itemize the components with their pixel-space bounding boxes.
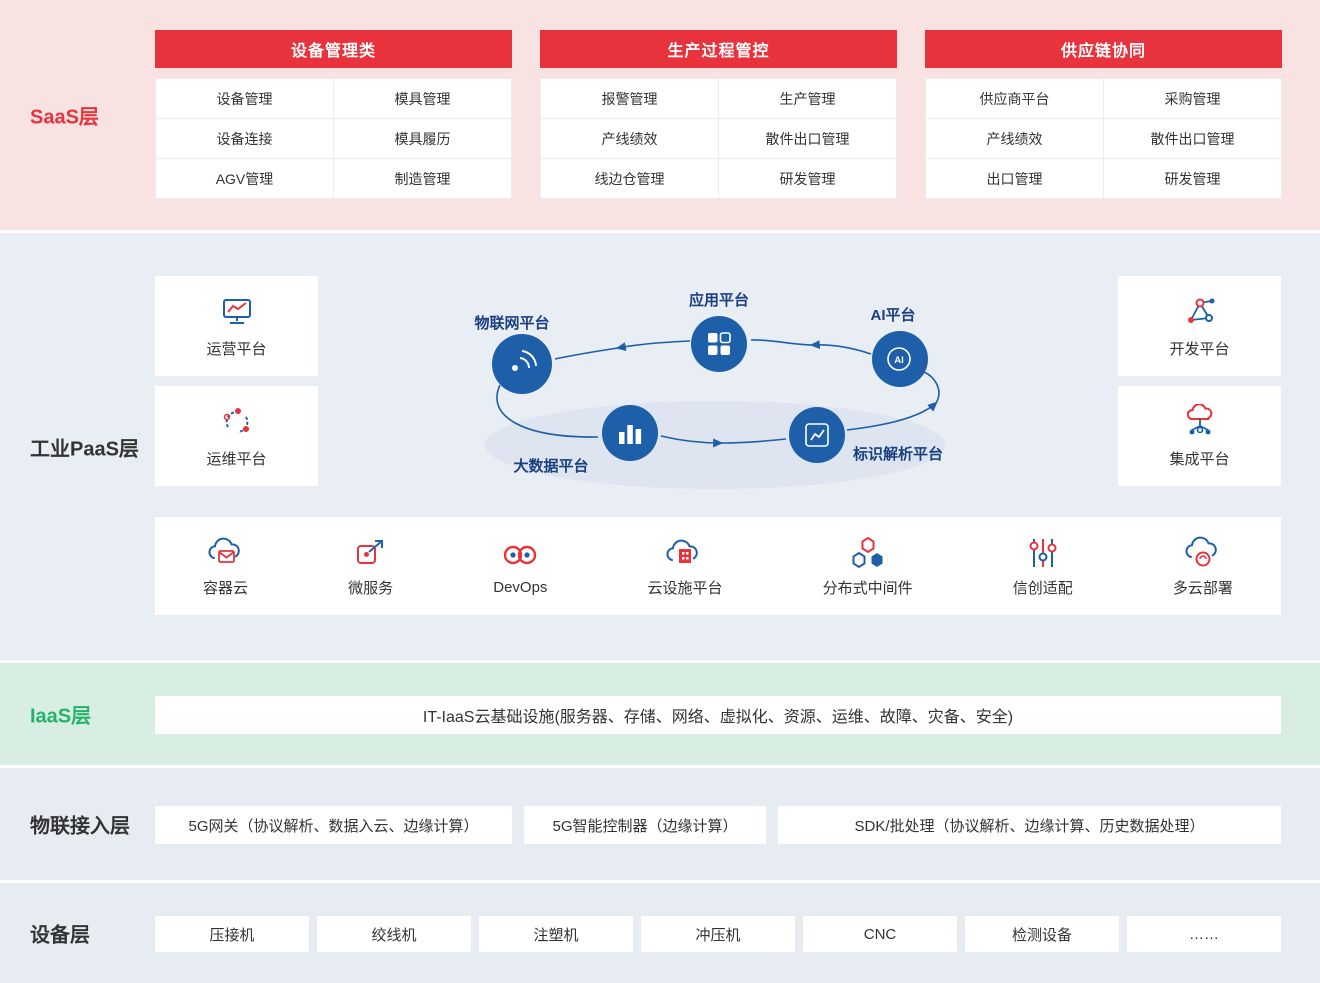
app-platform-icon xyxy=(691,316,747,372)
device-bar: 检测设备 xyxy=(965,916,1119,952)
distributed-middleware-icon xyxy=(852,536,883,569)
saas-cell: 模具履历 xyxy=(334,119,511,158)
device-bars: 压接机 绞线机 注塑机 冲压机 CNC 检测设备 …… xyxy=(155,916,1281,952)
container-cloud-icon xyxy=(207,537,240,563)
saas-group-equipment: 设备管理类 设备管理 模具管理 设备连接 模具履历 AGV管理 制造管理 xyxy=(155,30,512,199)
device-layer-label: 设备层 xyxy=(30,924,90,947)
card-label: 运营平台 xyxy=(206,340,267,358)
identifier-resolution-icon xyxy=(789,407,845,463)
device-bar: 注塑机 xyxy=(479,916,633,952)
saas-cell: 生产管理 xyxy=(719,79,896,118)
saas-cell: 产线绩效 xyxy=(926,119,1103,158)
iot-platform-icon xyxy=(492,334,552,394)
iot-bar-5g-controller: 5G智能控制器（边缘计算） xyxy=(524,806,766,844)
saas-cell: AGV管理 xyxy=(156,159,333,198)
platform-cycle-diagram: AI xyxy=(485,316,945,489)
device-bar: …… xyxy=(1127,916,1281,952)
saas-cell: 设备管理 xyxy=(156,79,333,118)
service-label: 信创适配 xyxy=(1012,580,1073,597)
device-bar: 压接机 xyxy=(155,916,309,952)
saas-cell: 设备连接 xyxy=(156,119,333,158)
service-xinchuang-adaptation: 信创适配 xyxy=(1013,534,1073,598)
saas-group-production: 生产过程管控 报警管理 生产管理 产线绩效 散件出口管理 线边仓管理 研发管理 xyxy=(540,30,897,199)
service-label: 微服务 xyxy=(348,580,394,597)
operations-platform-icon xyxy=(222,298,251,324)
maintenance-platform-icon xyxy=(223,407,249,433)
saas-cell: 研发管理 xyxy=(1104,159,1281,198)
card-operations-platform: 运营平台 xyxy=(155,276,318,376)
saas-cell: 模具管理 xyxy=(334,79,511,118)
cloud-facility-icon xyxy=(666,539,698,563)
group-header-supply-chain: 供应链协同 xyxy=(925,30,1282,68)
development-platform-icon xyxy=(1187,298,1214,323)
group-header-production: 生产过程管控 xyxy=(540,30,897,68)
saas-cell: 散件出口管理 xyxy=(719,119,896,158)
card-label: 集成平台 xyxy=(1169,450,1230,468)
cycle-label-ai: AI平台 xyxy=(870,307,916,324)
xinchuang-adaptation-icon xyxy=(1029,539,1057,567)
saas-group-supply-chain: 供应链协同 供应商平台 采购管理 产线绩效 散件出口管理 出口管理 研发管理 xyxy=(925,30,1282,199)
cycle-label-app: 应用平台 xyxy=(688,292,750,309)
bigdata-platform-icon xyxy=(602,405,658,461)
saas-cell: 出口管理 xyxy=(926,159,1103,198)
platform-cycle: AI 物联网平台 应用平台 AI平台 大数据平台 标识解析平台 xyxy=(460,273,960,508)
saas-cell: 报警管理 xyxy=(541,79,718,118)
service-label: 容器云 xyxy=(203,580,249,597)
saas-cell: 制造管理 xyxy=(334,159,511,198)
group-cells: 报警管理 生产管理 产线绩效 散件出口管理 线边仓管理 研发管理 xyxy=(540,78,897,199)
cycle-label-iot: 物联网平台 xyxy=(474,315,550,332)
group-cells: 设备管理 模具管理 设备连接 模具履历 AGV管理 制造管理 xyxy=(155,78,512,199)
saas-cell: 采购管理 xyxy=(1104,79,1281,118)
card-maintenance-platform: 运维平台 xyxy=(155,386,318,486)
cycle-label-identifier: 标识解析平台 xyxy=(852,446,944,463)
iaas-infrastructure-bar: IT-IaaS云基础设施(服务器、存储、网络、虚拟化、资源、运维、故障、灾备、安… xyxy=(155,696,1281,734)
service-multi-cloud: 多云部署 xyxy=(1173,534,1233,598)
paas-services-strip: 容器云 微服务 DevOps xyxy=(155,517,1281,615)
group-header-equipment: 设备管理类 xyxy=(155,30,512,68)
card-label: 开发平台 xyxy=(1169,340,1230,358)
multi-cloud-deployment-icon xyxy=(1185,536,1217,567)
group-cells: 供应商平台 采购管理 产线绩效 散件出口管理 出口管理 研发管理 xyxy=(925,78,1282,199)
device-bar: 冲压机 xyxy=(641,916,795,952)
ai-platform-icon: AI xyxy=(872,331,928,387)
device-bar: 绞线机 xyxy=(317,916,471,952)
card-integration-platform: 集成平台 xyxy=(1118,386,1281,486)
saas-layer-label: SaaS层 xyxy=(30,106,99,129)
card-development-platform: 开发平台 xyxy=(1118,276,1281,376)
saas-cell: 研发管理 xyxy=(719,159,896,198)
service-label: DevOps xyxy=(493,579,548,596)
card-label: 运维平台 xyxy=(206,450,267,468)
integration-platform-icon xyxy=(1186,403,1212,434)
devops-icon xyxy=(504,545,537,565)
paas-layer-band: 工业PaaS层 运营平台 运维平台 xyxy=(0,233,1320,660)
service-distributed-middleware: 分布式中间件 xyxy=(823,534,913,598)
iot-bar-5g-gateway: 5G网关（协议解析、数据入云、边缘计算） xyxy=(155,806,512,844)
service-label: 云设施平台 xyxy=(647,580,723,597)
iot-bar-sdk-batch: SDK/批处理（协议解析、边缘计算、历史数据处理） xyxy=(778,806,1281,844)
saas-layer-band: SaaS层 设备管理类 设备管理 模具管理 设备连接 模具履历 AGV管理 制造… xyxy=(0,0,1320,230)
service-cloud-facility: 云设施平台 xyxy=(648,534,723,598)
ai-icon-text: AI xyxy=(894,355,904,366)
service-label: 多云部署 xyxy=(1172,580,1233,597)
saas-cell: 线边仓管理 xyxy=(541,159,718,198)
iot-access-layer-label: 物联接入层 xyxy=(30,815,130,838)
iot-access-layer-band: 物联接入层 5G网关（协议解析、数据入云、边缘计算） 5G智能控制器（边缘计算）… xyxy=(0,768,1320,880)
device-layer-band: 设备层 压接机 绞线机 注塑机 冲压机 CNC 检测设备 …… xyxy=(0,883,1320,983)
paas-layer-label: 工业PaaS层 xyxy=(30,438,139,460)
saas-cell: 产线绩效 xyxy=(541,119,718,158)
service-label: 分布式中间件 xyxy=(822,580,913,597)
service-microservices: 微服务 xyxy=(348,534,393,598)
cycle-arrows xyxy=(496,339,940,448)
saas-cell: 供应商平台 xyxy=(926,79,1103,118)
iaas-layer-band: IaaS层 IT-IaaS云基础设施(服务器、存储、网络、虚拟化、资源、运维、故… xyxy=(0,663,1320,765)
device-bar: CNC xyxy=(803,916,957,952)
service-container-cloud: 容器云 xyxy=(203,534,248,598)
iaas-layer-label: IaaS层 xyxy=(30,705,92,728)
service-devops: DevOps xyxy=(493,536,547,596)
cycle-label-bigdata: 大数据平台 xyxy=(513,458,589,475)
saas-cell: 散件出口管理 xyxy=(1104,119,1281,158)
microservices-icon xyxy=(356,540,383,564)
